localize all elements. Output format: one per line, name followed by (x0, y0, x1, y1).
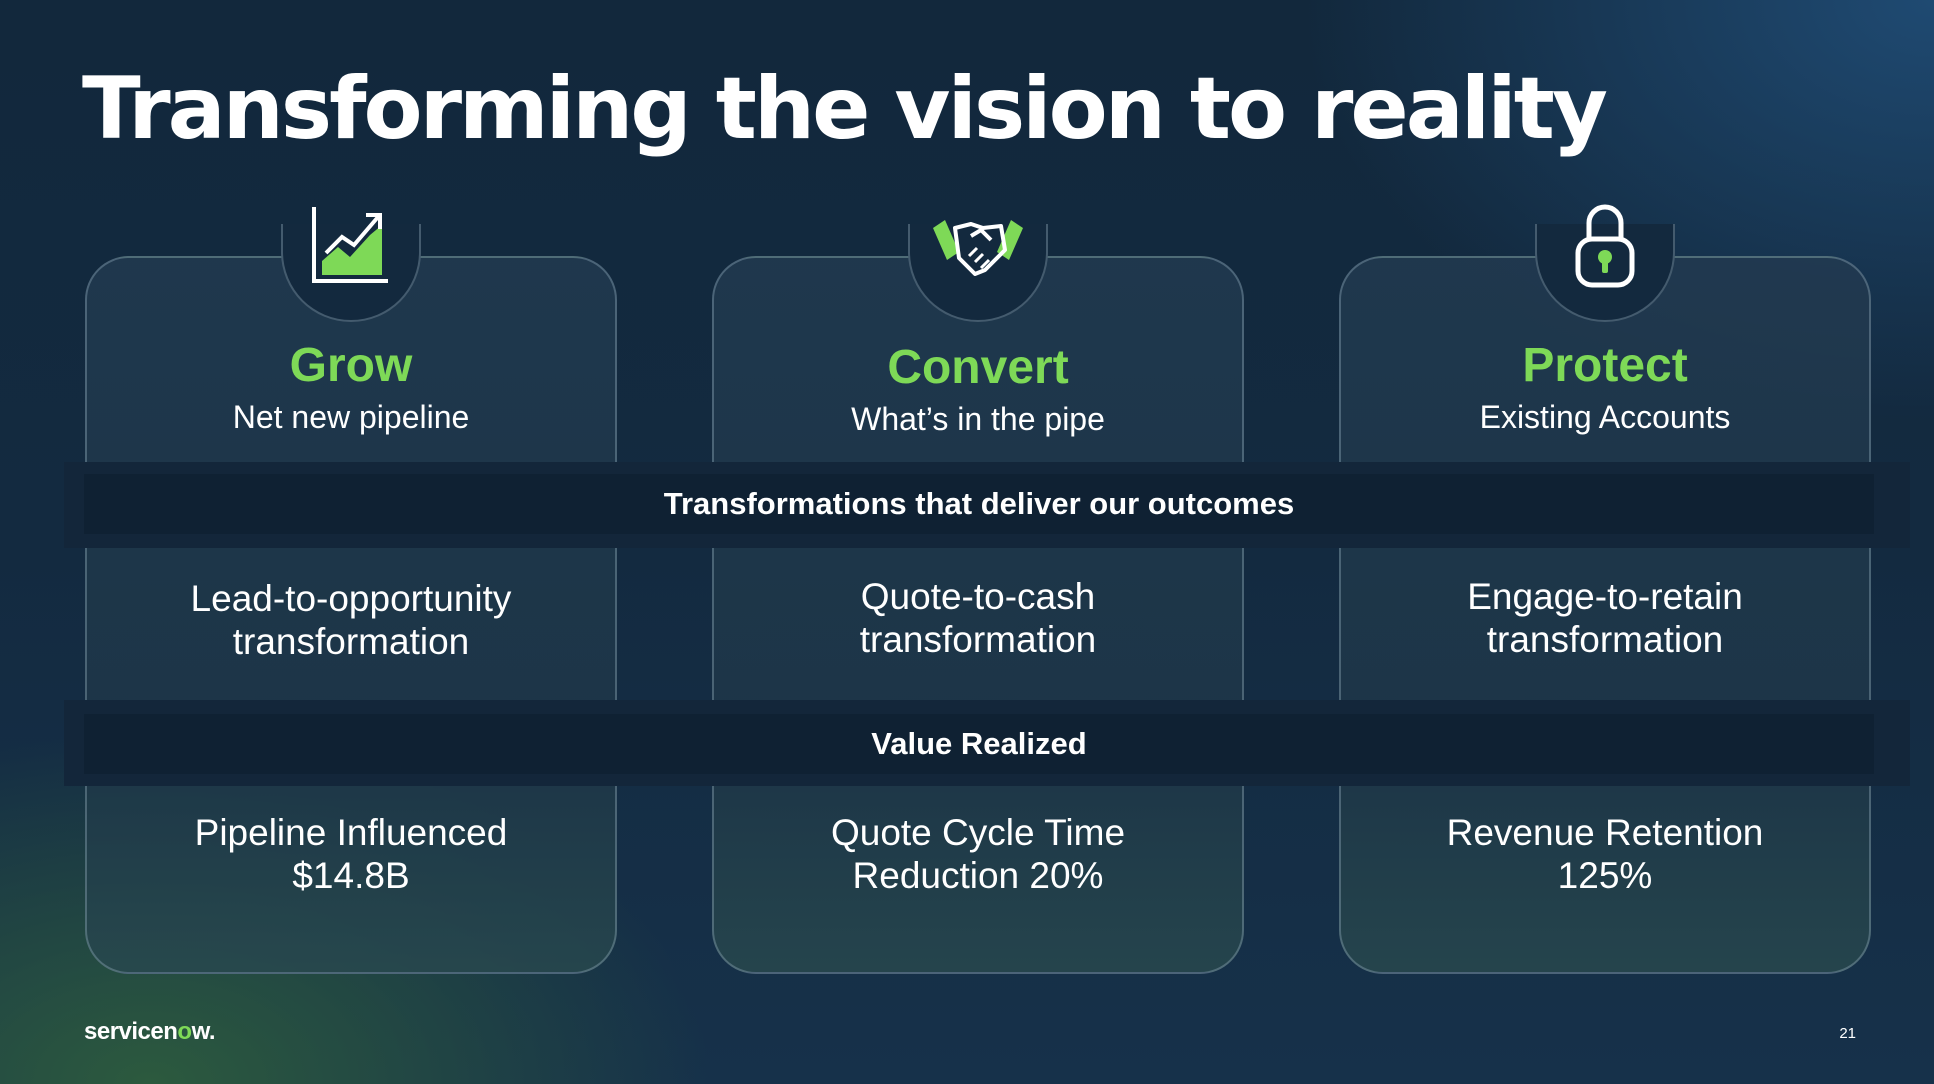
value-text: Quote Cycle Time Reduction 20% (712, 812, 1244, 897)
transformation-line: transformation (232, 620, 470, 662)
servicenow-logo: servicenow. (84, 1018, 216, 1046)
pillar-subtitle: Net new pipeline (232, 398, 470, 435)
value-line: Quote Cycle Time (830, 812, 1126, 853)
pillar-heading: Convert What’s in the pipe (712, 341, 1244, 438)
transformation-line: transformation (1486, 618, 1724, 660)
transformation-line: Lead-to-opportunity (190, 578, 512, 619)
handshake-icon (928, 196, 1028, 296)
value-text: Pipeline Influenced $14.8B (85, 812, 617, 897)
value-line: Reduction 20% (852, 854, 1104, 896)
transformation-text: Lead-to-opportunity transformation (85, 578, 617, 663)
card-convert (712, 256, 1244, 974)
value-text: Revenue Retention 125% (1339, 812, 1871, 897)
page-number: 21 (1839, 1025, 1856, 1042)
logo-text-accent: o (177, 1018, 192, 1045)
value-line: Pipeline Influenced (194, 812, 508, 853)
transformation-line: transformation (859, 618, 1097, 660)
band-value-realized: Value Realized (84, 714, 1874, 774)
transformation-line: Engage-to-retain (1467, 576, 1743, 617)
pillar-subtitle: What’s in the pipe (851, 400, 1105, 437)
value-line: 125% (1557, 854, 1653, 896)
transformation-line: Quote-to-cash (860, 576, 1096, 617)
transformation-text: Quote-to-cash transformation (712, 576, 1244, 661)
pillar-subtitle: Existing Accounts (1479, 398, 1731, 435)
transformation-text: Engage-to-retain transformation (1339, 576, 1871, 661)
band-transformations: Transformations that deliver our outcome… (84, 474, 1874, 534)
growth-chart-icon (301, 196, 401, 296)
pillar-heading: Protect Existing Accounts (1339, 339, 1871, 436)
pillar-title: Protect (1522, 339, 1688, 392)
pillar-heading: Grow Net new pipeline (85, 339, 617, 436)
value-line: Revenue Retention (1446, 812, 1764, 853)
pillar-title: Convert (887, 341, 1069, 394)
card-grow (85, 256, 617, 974)
lock-icon (1555, 196, 1655, 296)
pillar-title: Grow (289, 339, 413, 392)
logo-text: servicen (84, 1018, 178, 1045)
logo-text: w. (191, 1018, 216, 1045)
slide-title: Transforming the vision to reality (82, 59, 1608, 159)
card-protect (1339, 256, 1871, 974)
value-line: $14.8B (292, 854, 410, 896)
